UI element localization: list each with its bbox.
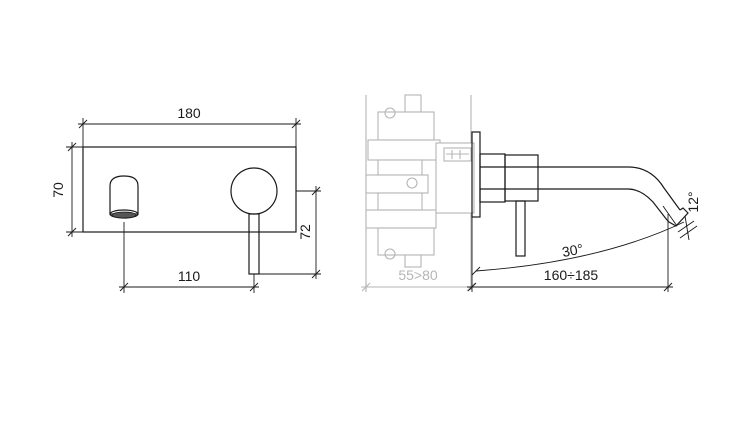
spout-angle-label: 12° bbox=[685, 191, 701, 212]
dimension-swing-angle: 30° bbox=[471, 221, 685, 276]
aerator-mesh bbox=[111, 211, 137, 219]
dimension-spout-reach: 160÷185 bbox=[467, 214, 673, 292]
dimension-width: 180 bbox=[78, 105, 301, 147]
swing-angle-label: 30° bbox=[561, 241, 585, 260]
front-view: 180 70 110 72 bbox=[50, 105, 321, 293]
dimension-spout-angle: 12° bbox=[677, 191, 701, 241]
height-label: 70 bbox=[50, 182, 66, 198]
spout-reach-label: 160÷185 bbox=[544, 267, 599, 283]
wall-plate bbox=[82, 146, 297, 233]
dimension-height: 70 bbox=[50, 142, 83, 237]
dimension-wall-depth: 55>80 bbox=[361, 267, 476, 292]
side-view: 55>80 160÷185 30° 12° bbox=[361, 94, 701, 292]
dimension-spout-spacing: 110 bbox=[119, 222, 259, 293]
spout-spacing-label: 110 bbox=[178, 268, 201, 284]
mixer-lever bbox=[248, 213, 260, 275]
mixer-body-side bbox=[479, 153, 539, 257]
dimension-handle-height: 72 bbox=[259, 186, 321, 279]
spout-side bbox=[538, 166, 689, 227]
handle-height-label: 72 bbox=[297, 224, 313, 240]
wall-depth-label: 55>80 bbox=[398, 267, 438, 283]
spout-outlet bbox=[109, 175, 139, 219]
mixer-knob bbox=[230, 167, 278, 215]
concealed-body bbox=[365, 94, 475, 290]
width-label: 180 bbox=[177, 105, 201, 121]
